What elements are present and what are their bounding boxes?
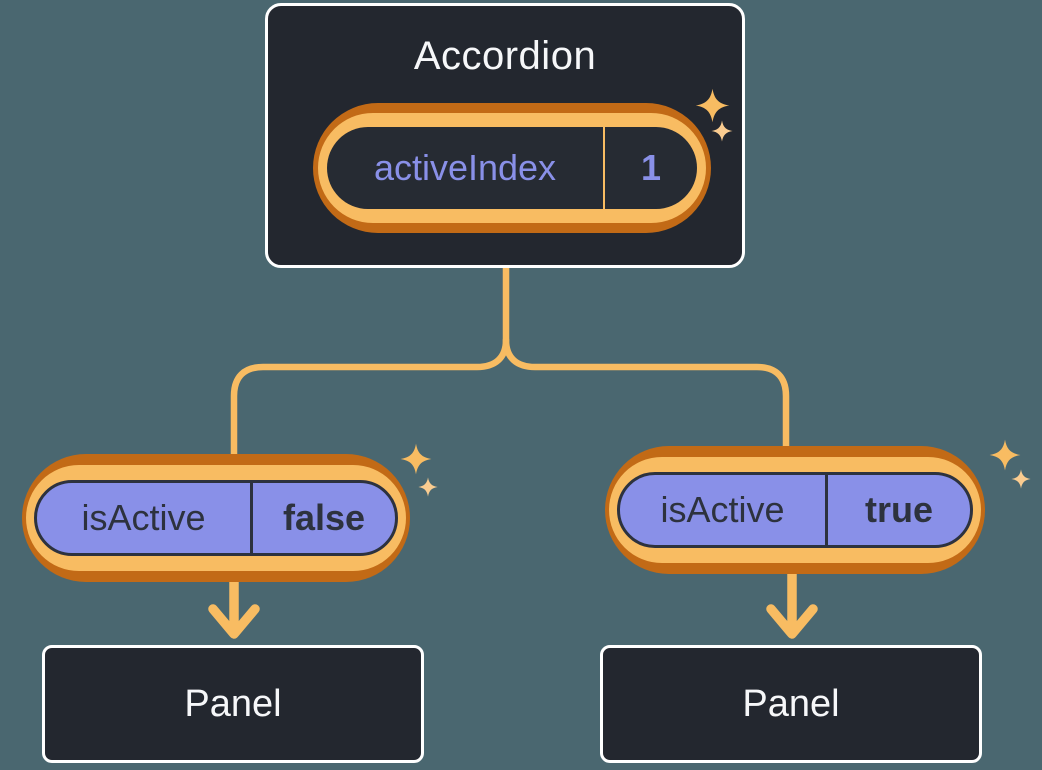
arrow-down-right-icon bbox=[766, 567, 818, 639]
prop-value: true bbox=[864, 489, 933, 530]
sparkle-icon-small bbox=[1011, 469, 1031, 489]
panel-title: Panel bbox=[742, 682, 840, 725]
prop-name-label: isActive bbox=[660, 489, 785, 530]
active-index-state-pill: activeIndex 1 bbox=[313, 103, 711, 233]
prop-name-label: isActive bbox=[81, 497, 206, 538]
prop-value: false bbox=[282, 497, 366, 538]
sparkle-icon-large bbox=[695, 88, 730, 123]
prop-pill-divider bbox=[825, 475, 828, 545]
state-pill-body: activeIndex 1 bbox=[327, 127, 697, 209]
prop-pill-body: isActive true bbox=[617, 472, 973, 548]
panel-title: Panel bbox=[184, 682, 282, 725]
state-pill-divider bbox=[603, 127, 605, 209]
state-name-label: activeIndex bbox=[373, 147, 557, 188]
sparkle-icon-large bbox=[400, 443, 432, 475]
is-active-prop-pill-right: isActive true bbox=[605, 446, 985, 574]
prop-pill-divider bbox=[250, 483, 253, 553]
sparkle-icon-small bbox=[418, 477, 438, 497]
panel-component-card-right: Panel bbox=[600, 645, 982, 763]
arrow-down-left-icon bbox=[208, 575, 260, 639]
accordion-title: Accordion bbox=[413, 34, 597, 78]
state-value: 1 bbox=[640, 147, 662, 188]
is-active-prop-pill-left: isActive false bbox=[22, 454, 410, 582]
accordion-component-card: Accordion activeIndex 1 bbox=[265, 3, 745, 268]
sparkle-icon-small bbox=[711, 120, 733, 142]
prop-pill-body: isActive false bbox=[34, 480, 398, 556]
branch-line-left bbox=[230, 264, 510, 462]
state-pill-band: activeIndex 1 bbox=[318, 113, 706, 223]
prop-pill-band: isActive true bbox=[609, 457, 981, 563]
prop-pill-band: isActive false bbox=[26, 465, 406, 571]
branch-line-right bbox=[502, 336, 790, 454]
panel-component-card-left: Panel bbox=[42, 645, 424, 763]
sparkle-icon-large bbox=[989, 439, 1021, 471]
